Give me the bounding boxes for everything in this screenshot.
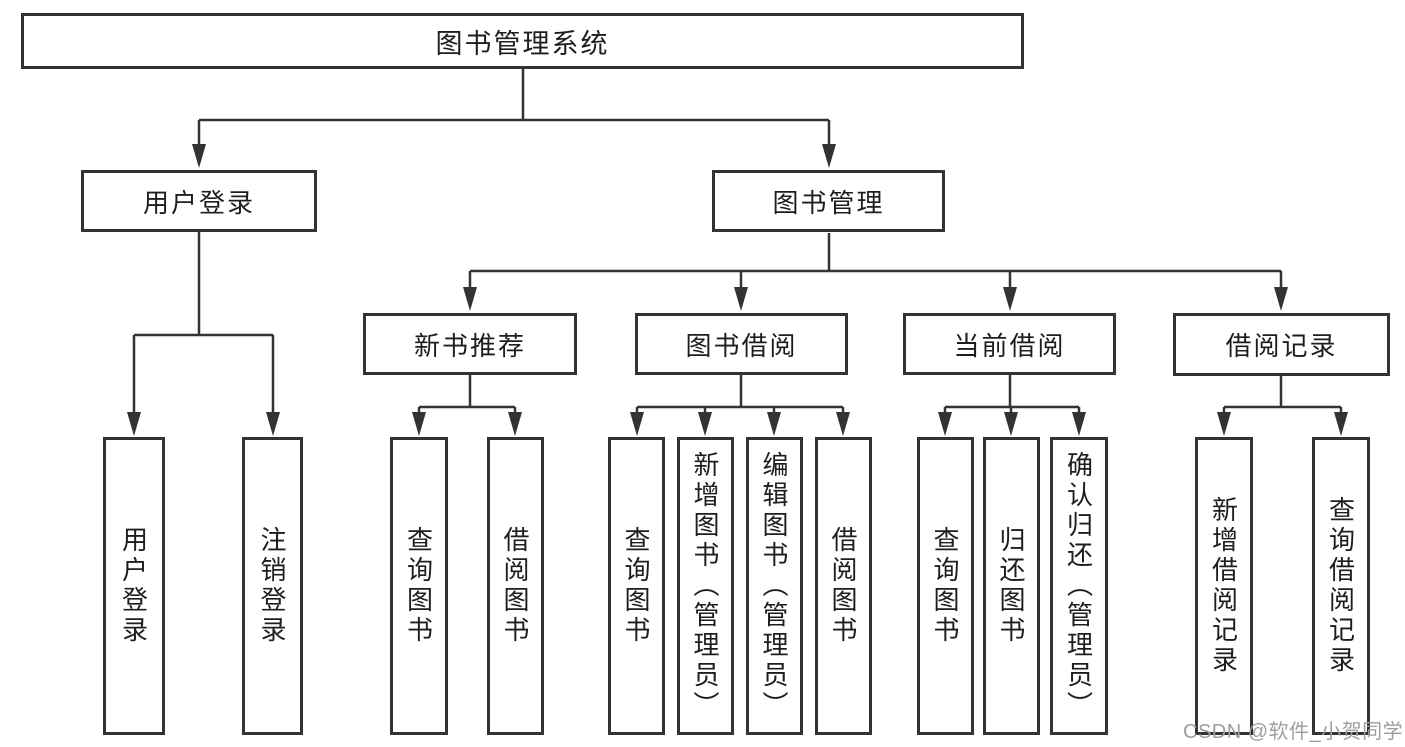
- node-label: 借阅记录: [1225, 331, 1338, 361]
- node-leaf-user-login: 用户登录: [103, 437, 165, 735]
- node-leaf-logout: 注销登录: [242, 437, 303, 735]
- node-label: 当前借阅: [953, 330, 1066, 361]
- node-label: 新增借阅记录: [1208, 496, 1239, 676]
- node-leaf-borrow-books-recommend: 借阅图书: [487, 437, 544, 735]
- node-user-login: 用户登录: [81, 170, 317, 232]
- node-leaf-query-borrowing-record: 查询借阅记录: [1312, 437, 1370, 735]
- node-label: 新增图书（管理员）: [690, 451, 720, 721]
- node-leaf-add-books-admin: 新增图书（管理员）: [677, 437, 734, 735]
- node-library-management-system: 图书管理系统: [21, 13, 1024, 69]
- node-borrowing-records: 借阅记录: [1173, 313, 1390, 376]
- node-label: 用户登录: [142, 187, 255, 218]
- node-new-book-recommendation: 新书推荐: [363, 313, 577, 375]
- node-label: 借阅图书: [500, 526, 530, 646]
- node-label: 图书管理系统: [435, 28, 610, 59]
- node-label: 确认归还（管理员）: [1063, 451, 1094, 721]
- node-label: 新书推荐: [413, 330, 526, 361]
- node-leaf-query-books-recommend: 查询图书: [390, 437, 448, 735]
- node-label: 图书借阅: [685, 330, 798, 361]
- node-current-borrowing: 当前借阅: [903, 313, 1116, 375]
- node-leaf-add-borrowing-record: 新增借阅记录: [1195, 437, 1253, 735]
- node-leaf-return-books: 归还图书: [983, 437, 1040, 735]
- node-leaf-edit-books-admin: 编辑图书（管理员）: [746, 437, 803, 735]
- node-label: 借阅图书: [828, 526, 858, 646]
- node-label: 图书管理: [772, 187, 885, 218]
- node-label: 编辑图书（管理员）: [759, 451, 789, 721]
- node-label: 查询借阅记录: [1325, 496, 1356, 676]
- node-leaf-confirm-return-admin: 确认归还（管理员）: [1050, 437, 1108, 735]
- node-label: 查询图书: [930, 526, 960, 646]
- node-book-management: 图书管理: [712, 170, 945, 232]
- node-leaf-query-books-current: 查询图书: [917, 437, 974, 735]
- node-label: 用户登录: [118, 526, 149, 646]
- node-book-borrowing: 图书借阅: [635, 313, 848, 375]
- node-leaf-query-books-borrowing: 查询图书: [608, 437, 665, 735]
- node-label: 查询图书: [621, 526, 651, 646]
- node-label: 归还图书: [996, 526, 1026, 646]
- node-label: 注销登录: [257, 526, 287, 646]
- node-label: 查询图书: [403, 526, 434, 646]
- node-leaf-borrow-books-borrowing: 借阅图书: [815, 437, 872, 735]
